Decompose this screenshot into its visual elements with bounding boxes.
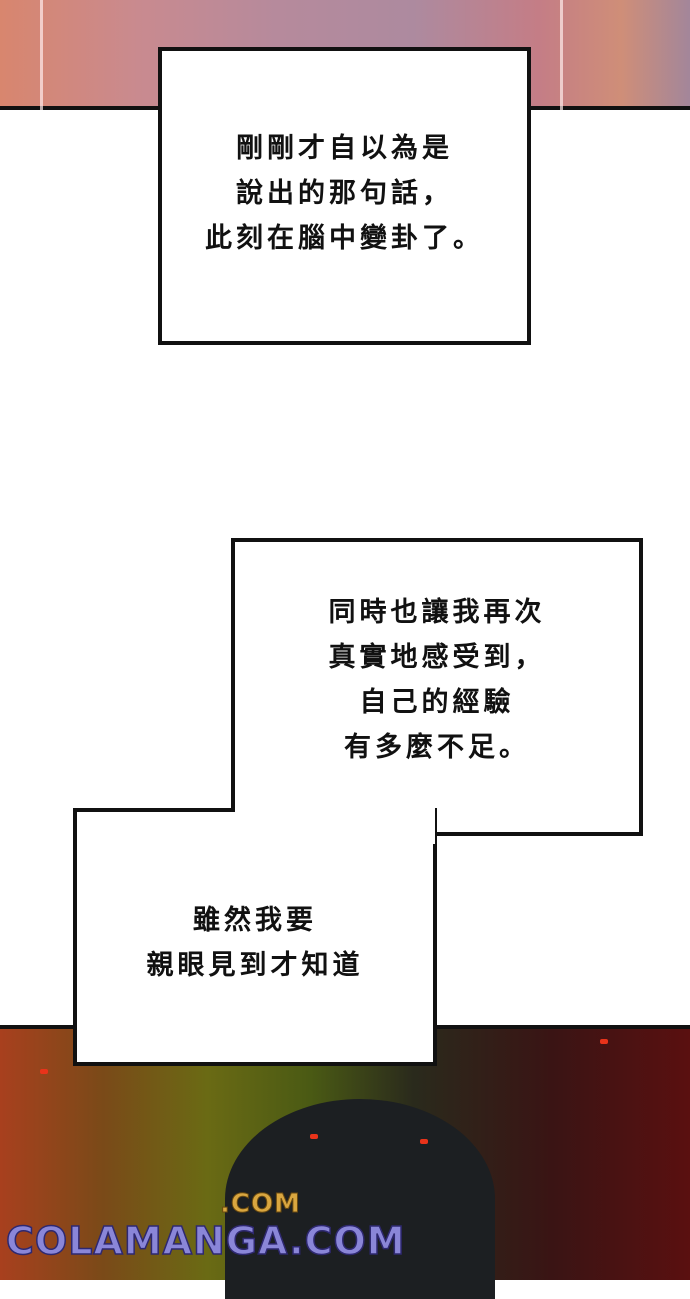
ember <box>310 1134 318 1139</box>
watermark-top: .COM <box>220 1189 301 1220</box>
ember <box>40 1069 48 1074</box>
caption-line: 說出的那句話， <box>236 178 453 209</box>
caption-box-2 <box>231 538 643 836</box>
caption-line: 真實地感受到， <box>328 642 546 673</box>
caption-box-3 <box>73 808 437 1066</box>
caption-line: 此刻在腦中變卦了。 <box>205 223 484 254</box>
bottom-comic-panel-art: .COM COLAMANGA.COM <box>0 1025 690 1299</box>
caption-text-2: 同時也讓我再次 真實地感受到， 自己的經驗 有多麼不足。 <box>235 590 639 770</box>
light-streak <box>40 0 43 110</box>
character-head <box>225 1099 495 1299</box>
light-streak <box>560 0 563 110</box>
caption-line: 自己的經驗 <box>359 687 515 718</box>
caption-line: 剛剛才自以為是 <box>236 133 453 164</box>
caption-box-1 <box>158 47 531 345</box>
caption-text-3: 雖然我要 親眼見到才知道 <box>100 898 410 988</box>
caption-line: 有多麼不足。 <box>344 732 530 763</box>
ember <box>420 1139 428 1144</box>
caption-line: 親眼見到才知道 <box>146 950 364 981</box>
ember <box>600 1039 608 1044</box>
watermark: COLAMANGA.COM <box>5 1218 406 1264</box>
caption-text-1: 剛剛才自以為是 說出的那句話， 此刻在腦中變卦了。 <box>160 126 529 261</box>
caption-line: 同時也讓我再次 <box>328 597 546 628</box>
caption-line: 雖然我要 <box>193 905 317 936</box>
box-join <box>235 804 435 844</box>
